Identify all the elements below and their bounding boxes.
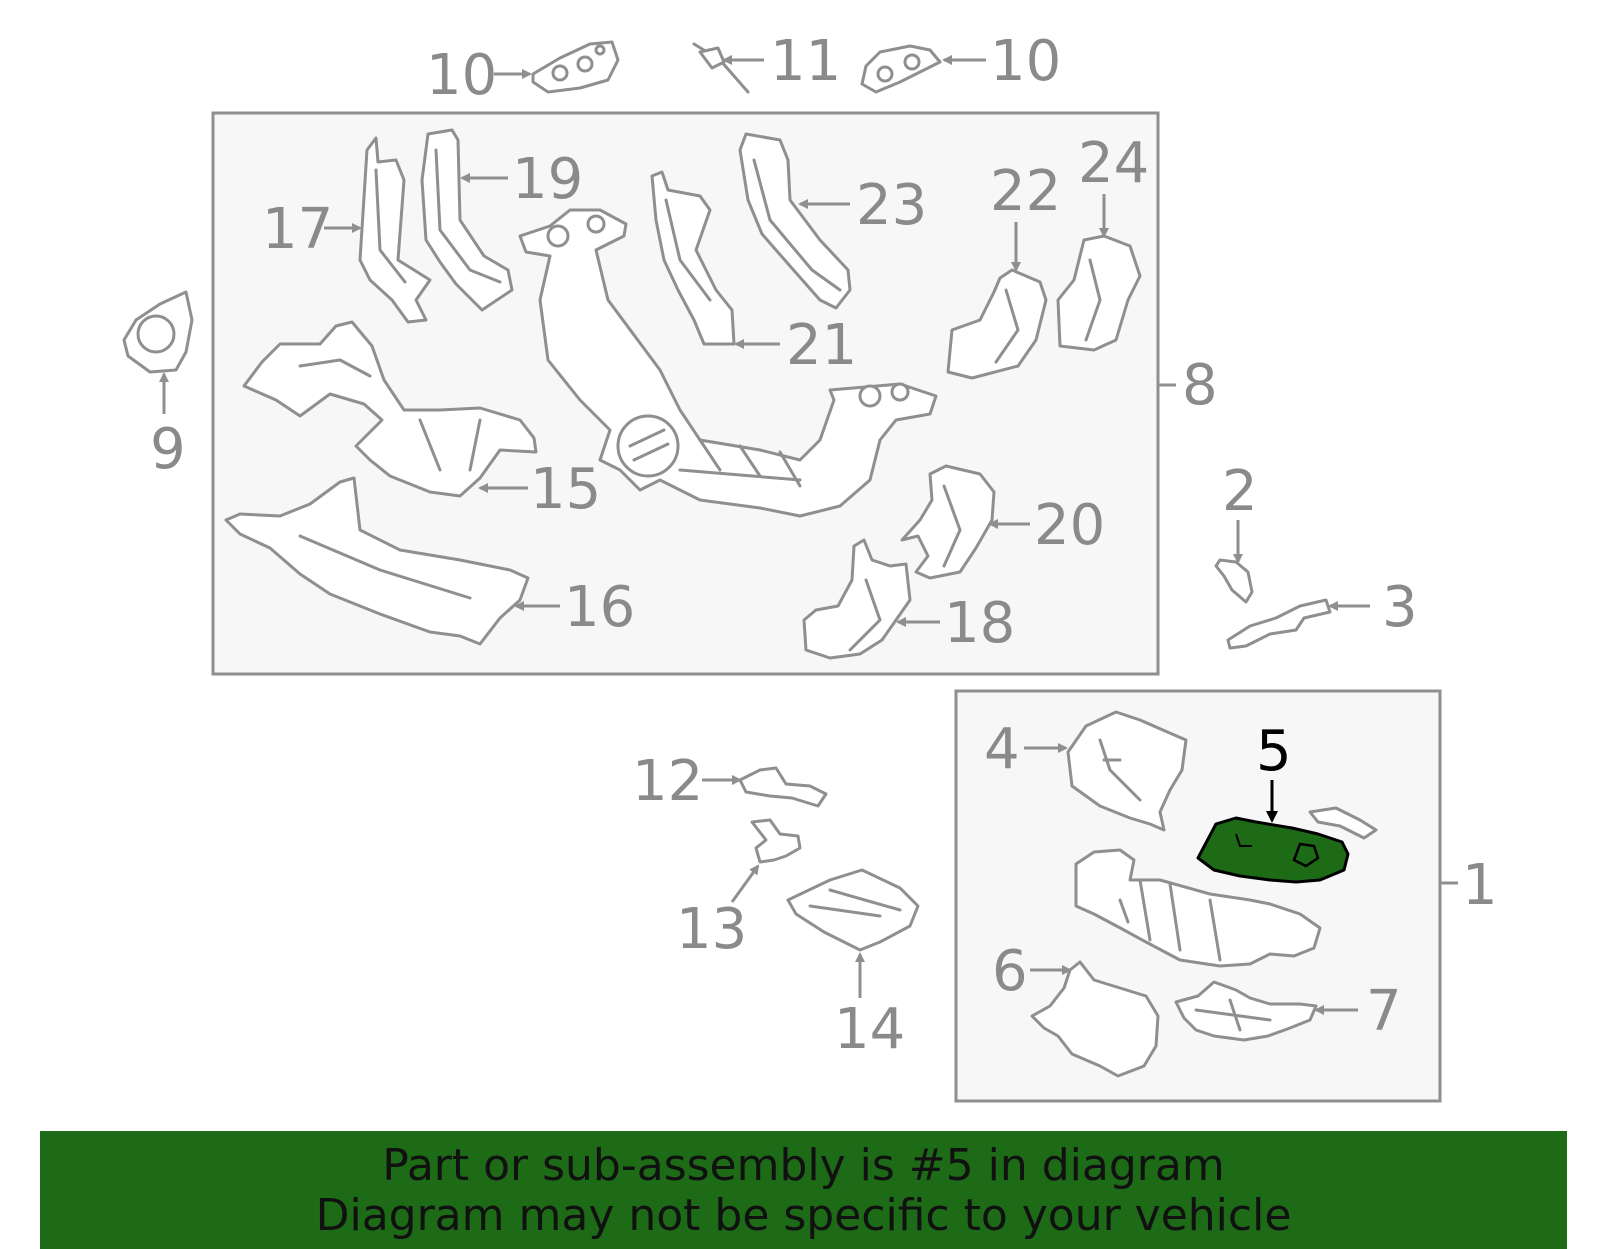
callout-6: 6 bbox=[992, 939, 1028, 1004]
callout-11: 11 bbox=[770, 29, 841, 94]
part-19-heat-shield[interactable] bbox=[420, 128, 514, 312]
callout-5: 5 bbox=[1256, 719, 1292, 784]
part-10-gasket-left[interactable] bbox=[531, 40, 620, 94]
callout-1: 1 bbox=[1462, 853, 1498, 918]
part-6-heat-shield[interactable] bbox=[1030, 960, 1160, 1078]
part-front-pipe[interactable] bbox=[518, 208, 938, 518]
callout-20: 20 bbox=[1034, 493, 1105, 558]
callout-17: 17 bbox=[262, 197, 333, 262]
part-catalytic-converter[interactable] bbox=[1074, 848, 1322, 968]
callout-9: 9 bbox=[150, 417, 186, 482]
part-12-bracket[interactable] bbox=[738, 766, 828, 808]
part-3-bracket[interactable] bbox=[1226, 598, 1332, 650]
callout-22: 22 bbox=[990, 159, 1061, 224]
callout-14: 14 bbox=[834, 997, 905, 1062]
part-23-heat-shield[interactable] bbox=[738, 132, 852, 310]
part-5-bracket-small[interactable] bbox=[1308, 806, 1378, 840]
banner-line-1: Part or sub-assembly is #5 in diagram bbox=[382, 1140, 1225, 1191]
callout-12: 12 bbox=[632, 749, 703, 814]
part-14-plate[interactable] bbox=[786, 868, 920, 952]
part-20-heat-shield[interactable] bbox=[900, 464, 996, 580]
part-2-bracket[interactable] bbox=[1214, 558, 1254, 604]
callout-8: 8 bbox=[1182, 353, 1218, 418]
part-17-heat-shield[interactable] bbox=[358, 136, 432, 324]
callout-2: 2 bbox=[1222, 459, 1258, 524]
callout-10-left: 10 bbox=[426, 43, 497, 108]
callout-10-right: 10 bbox=[990, 29, 1061, 94]
callout-13: 13 bbox=[676, 897, 747, 962]
part-16-heat-shield[interactable] bbox=[224, 476, 530, 646]
callout-23: 23 bbox=[856, 173, 927, 238]
part-18-heat-shield[interactable] bbox=[802, 538, 912, 660]
part-24-heat-shield[interactable] bbox=[1056, 234, 1142, 352]
part-7-heat-shield[interactable] bbox=[1174, 980, 1318, 1042]
callout-19: 19 bbox=[512, 147, 583, 212]
callout-15: 15 bbox=[530, 457, 601, 522]
part-13-bracket[interactable] bbox=[750, 818, 802, 864]
parts-diagram: 10 11 10 17 19 23 21 22 24 8 9 15 20 16 … bbox=[122, 29, 1498, 1103]
callout-3: 3 bbox=[1382, 575, 1418, 640]
callout-18: 18 bbox=[944, 591, 1015, 656]
part-11-clip[interactable] bbox=[692, 42, 750, 94]
part-10-gasket-right[interactable] bbox=[860, 44, 942, 94]
part-4-heat-shield[interactable] bbox=[1066, 710, 1188, 832]
callout-7: 7 bbox=[1366, 979, 1402, 1044]
banner-line-2: Diagram may not be specific to your vehi… bbox=[315, 1190, 1292, 1241]
callout-16: 16 bbox=[564, 575, 635, 640]
part-15-heat-shield[interactable] bbox=[242, 320, 538, 498]
callout-4: 4 bbox=[984, 717, 1020, 782]
leader-13 bbox=[730, 864, 760, 903]
callout-21: 21 bbox=[786, 313, 857, 378]
part-22-heat-shield[interactable] bbox=[946, 268, 1048, 380]
callout-24: 24 bbox=[1078, 131, 1149, 196]
part-21-heat-shield[interactable] bbox=[650, 170, 736, 346]
part-5-heat-shield-highlighted[interactable] bbox=[1196, 816, 1350, 884]
info-banner: Part or sub-assembly is #5 in diagram Di… bbox=[40, 1131, 1567, 1249]
part-9-gasket[interactable] bbox=[122, 290, 194, 374]
